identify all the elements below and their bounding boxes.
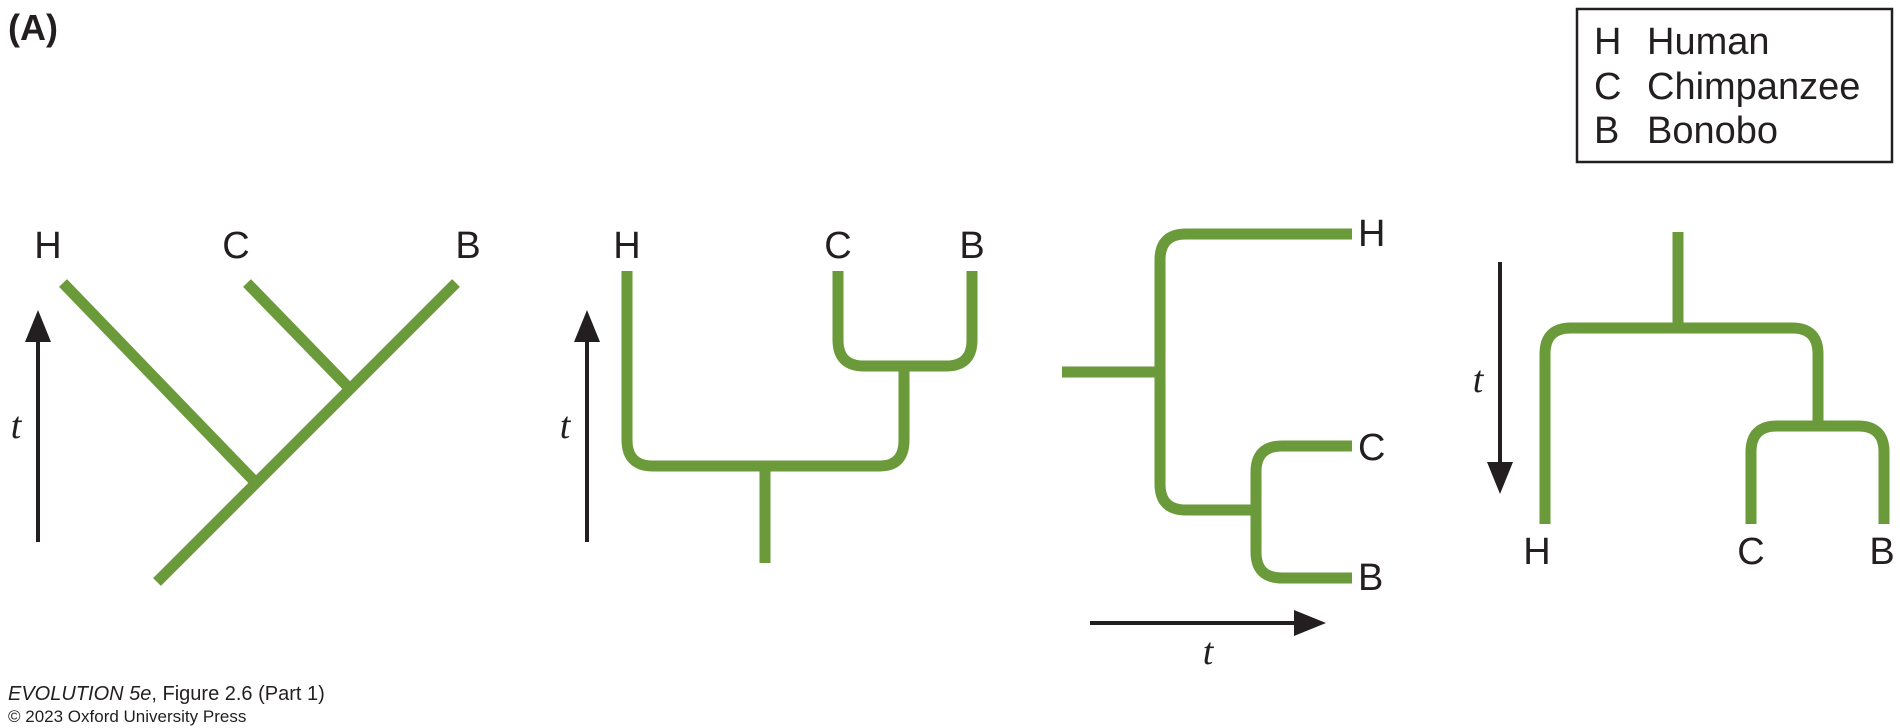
time-axis: t (560, 310, 600, 542)
time-label: t (11, 405, 23, 447)
credit-copyright: © 2023 Oxford University Press (8, 707, 246, 726)
tip-label-b: B (1358, 557, 1383, 599)
legend-code-chimpanzee: C (1594, 66, 1621, 108)
time-label: t (1473, 359, 1485, 401)
credit-figure-number: , Figure 2.6 (Part 1) (151, 683, 324, 705)
tree-rectangular-up: H C B t (560, 225, 985, 563)
time-label: t (1203, 631, 1215, 673)
legend-code-human: H (1594, 21, 1621, 63)
branch-h (59, 279, 260, 487)
figure-credit: EVOLUTION 5e, Figure 2.6 (Part 1) © 2023… (8, 683, 325, 726)
tip-label-c: C (222, 225, 249, 267)
time-axis: t (1473, 262, 1513, 494)
tip-label-b: B (455, 225, 480, 267)
tree-diagonal: H C B t (11, 225, 481, 586)
branch-root-to-b (153, 279, 460, 586)
legend-name-chimpanzee: Chimpanzee (1647, 66, 1860, 108)
arrow-up-icon (574, 310, 600, 342)
tip-label-c: C (1358, 427, 1385, 469)
legend-code-bonobo: B (1594, 110, 1619, 152)
legend: H Human C Chimpanzee B Bonobo (1575, 7, 1894, 164)
tree-rectangular-down: H C B t (1473, 232, 1895, 573)
time-label: t (560, 405, 572, 447)
tip-label-h: H (1358, 213, 1385, 255)
clade-c-b (1250, 440, 1352, 584)
tree-rectangular-right: H C B t (1062, 213, 1385, 673)
legend-name-bonobo: Bonobo (1647, 110, 1778, 152)
tip-label-b: B (1869, 531, 1894, 573)
arrow-up-icon (25, 310, 51, 342)
clade-c-b (1745, 420, 1890, 524)
credit-book-title: EVOLUTION 5e (8, 683, 151, 705)
tip-label-h: H (34, 225, 61, 267)
tip-label-c: C (1737, 531, 1764, 573)
tip-label-c: C (824, 225, 851, 267)
tip-label-b: B (959, 225, 984, 267)
legend-box (1575, 7, 1894, 164)
time-axis: t (11, 310, 51, 542)
credit-line: EVOLUTION 5e, Figure 2.6 (Part 1) (8, 683, 325, 705)
tip-label-h: H (613, 225, 640, 267)
branch-c (243, 279, 354, 393)
tip-label-h: H (1523, 531, 1550, 573)
arrow-right-icon (1294, 610, 1326, 636)
panel-label: (A) (8, 7, 58, 48)
legend-name-human: Human (1647, 21, 1770, 63)
time-axis: t (1090, 610, 1326, 673)
clade-c-b (832, 271, 978, 372)
arrow-down-icon (1487, 462, 1513, 494)
